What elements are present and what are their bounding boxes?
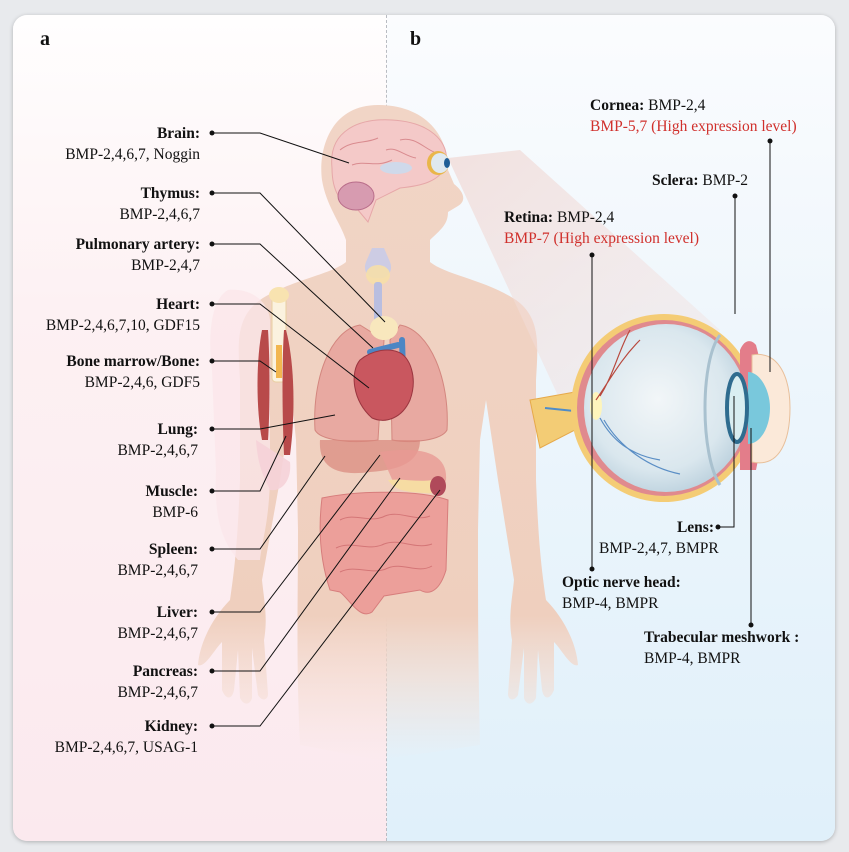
leader-brain (212, 132, 350, 164)
label-spleen: Spleen: BMP-2,4,6,7 (117, 539, 198, 581)
organ-value: BMP-2,4,6,7 (117, 442, 198, 459)
eye-part-high-expression: BMP-7 (High expression level) (504, 230, 700, 247)
eye-part-name: Trabecular meshwork : (644, 629, 800, 646)
panel-label-a: a (40, 28, 50, 50)
eye-part-name: Sclera: (652, 172, 699, 189)
eye-part-high-expression: BMP-5,7 (High expression level) (590, 118, 797, 135)
organ-value: BMP-2,4,6,7,10, GDF15 (45, 317, 200, 334)
eye-cross-section-icon (529, 314, 791, 502)
panel-label-b: b (410, 28, 422, 50)
organ-name: Pulmonary artery: (75, 236, 200, 253)
leader-spleen (212, 455, 326, 550)
kidney-icon (430, 476, 446, 496)
organ-value: BMP-2,4,6,7 (117, 625, 198, 642)
label-sclera: Sclera: BMP-2 (652, 170, 748, 191)
organ-value: BMP-2,4,6,7, USAG-1 (54, 739, 198, 756)
label-lens-value: BMP-2,4,7, BMPR (599, 538, 719, 559)
label-pancreas: Pancreas: BMP-2,4,6,7 (117, 661, 198, 703)
organ-value: BMP-2,4,6,7 (117, 562, 198, 579)
organ-name: Kidney: (144, 718, 198, 735)
label-kidney: Kidney: BMP-2,4,6,7, USAG-1 (55, 716, 198, 758)
eye-part-name: Lens: (676, 519, 714, 536)
label-retina: Retina: BMP-2,4 BMP-7 (High expression l… (504, 207, 699, 249)
leader-dots-panel-b (589, 138, 773, 628)
pancreas-icon (388, 478, 444, 494)
leader-pulmonary-artery (212, 243, 374, 349)
leader-muscle (212, 435, 287, 492)
label-bone-marrow: Bone marrow/Bone: BMP-2,4,6, GDF5 (66, 351, 200, 393)
intestines-icon (319, 491, 449, 615)
eye-part-value: BMP-4, BMPR (562, 595, 659, 612)
leader-lines-panel-b (591, 141, 771, 625)
organ-name: Muscle: (145, 483, 198, 500)
eye-part-name: Optic nerve head: (562, 574, 681, 591)
leader-lines-panel-a (212, 132, 441, 727)
label-lens: Lens: (677, 517, 714, 538)
leader-lung (212, 414, 336, 430)
eye-part-name: Retina: (504, 209, 554, 226)
label-cornea: Cornea: BMP-2,4 BMP-5,7 (High expression… (590, 95, 797, 137)
eye-part-name: Cornea: (590, 97, 645, 114)
label-brain: Brain: BMP-2,4,6,7, Noggin (65, 123, 200, 165)
organ-value: BMP-2,4,6,7 (117, 684, 198, 701)
leader-dots-panel-a (209, 130, 215, 729)
label-muscle: Muscle: BMP-6 (145, 481, 198, 523)
eye-part-value: BMP-2,4,7, BMPR (599, 540, 719, 557)
label-liver: Liver: BMP-2,4,6,7 (117, 602, 198, 644)
leader-bone (212, 360, 277, 373)
label-pulmonary-artery: Pulmonary artery: BMP-2,4,7 (76, 234, 200, 276)
leader-liver (212, 454, 381, 613)
leader-thymus (212, 192, 386, 323)
label-thymus: Thymus: BMP-2,4,6,7 (119, 183, 200, 225)
organ-name: Thymus: (140, 185, 200, 202)
organ-value: BMP-2,4,6,7, Noggin (65, 146, 200, 163)
thyroid-icon (364, 248, 392, 322)
organ-name: Brain: (156, 125, 200, 142)
thymus-icon (370, 316, 398, 340)
organ-value: BMP-2,4,6, GDF5 (84, 374, 200, 391)
leader-pancreas (212, 477, 401, 672)
leader-lens (718, 396, 735, 528)
organ-name: Bone marrow/Bone: (66, 353, 200, 370)
organ-name: Lung: (157, 421, 199, 438)
organ-name: Pancreas: (132, 663, 198, 680)
organ-name: Heart: (156, 296, 200, 313)
label-optic-nerve-head: Optic nerve head: BMP-4, BMPR (562, 572, 681, 614)
organ-value: BMP-2,4,6,7 (119, 206, 200, 223)
organ-name: Spleen: (148, 541, 198, 558)
leader-kidney (212, 489, 441, 727)
eye-part-value: BMP-2 (702, 172, 749, 189)
organ-name: Liver: (156, 604, 198, 621)
label-heart: Heart: BMP-2,4,6,7,10, GDF15 (46, 294, 200, 336)
eye-part-value: BMP-2,4 (556, 209, 615, 226)
label-lung: Lung: BMP-2,4,6,7 (117, 419, 198, 461)
heart-icon (353, 349, 414, 421)
organ-value: BMP-6 (152, 504, 198, 521)
leader-heart (212, 303, 370, 389)
organ-value: BMP-2,4,7 (131, 257, 200, 274)
label-trabecular-meshwork: Trabecular meshwork : BMP-4, BMPR (644, 627, 799, 669)
eye-part-value: BMP-2,4 (648, 97, 706, 114)
eye-part-value: BMP-4, BMPR (644, 650, 741, 667)
face-eye-icon (427, 151, 450, 175)
body-silhouette (198, 105, 578, 760)
